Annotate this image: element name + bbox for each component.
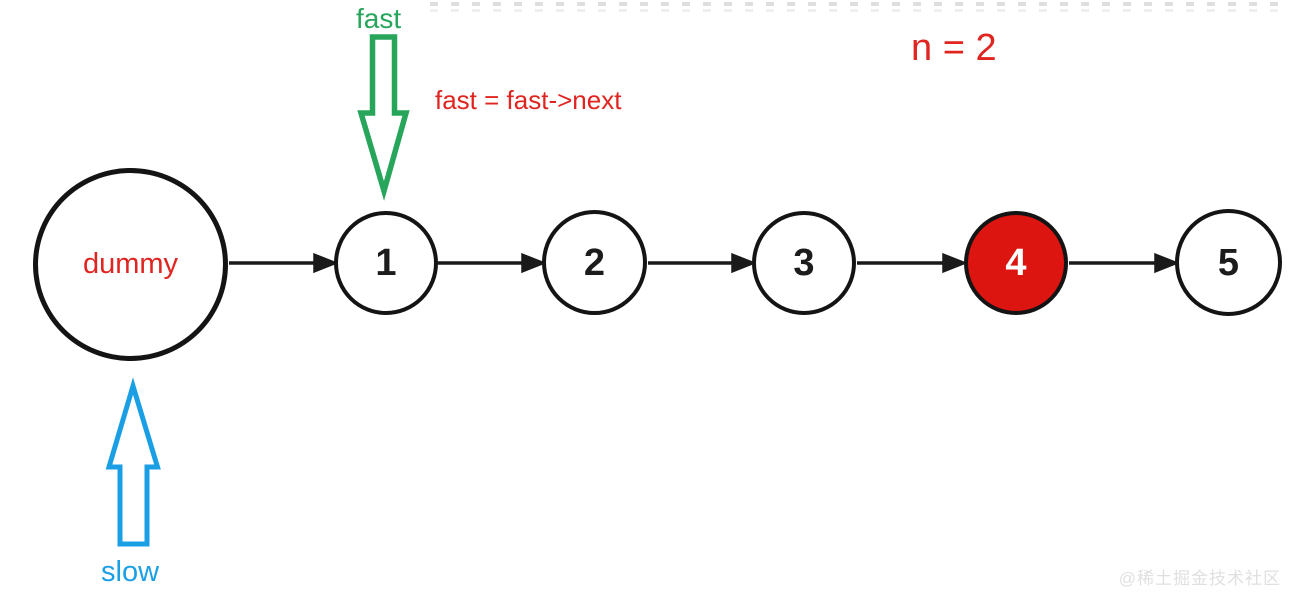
fast-operation-label: fast = fast->next [435,85,622,115]
node-1: 1 [334,211,438,315]
n-value-label: n = 2 [911,27,997,69]
node-dummy: dummy [33,168,228,361]
dotted-row [430,2,1288,6]
node-label: 2 [583,241,606,284]
arrowhead-icon [313,252,339,274]
node-4-highlighted: 4 [964,211,1068,315]
node-label: 4 [1005,242,1027,284]
node-label: 3 [793,242,815,284]
arrowhead-icon [731,252,757,274]
dotted-row [430,9,1288,12]
node-label: 5 [1217,241,1240,284]
node-label: dummy [82,248,179,280]
slow-pointer-label: slow [101,556,160,588]
slow-pointer-arrow-icon [105,377,161,547]
arrowhead-icon [942,252,968,274]
node-2: 2 [542,210,647,315]
top-edge-dotted-artifact [430,2,1288,14]
arrowhead-icon [521,252,547,274]
fast-pointer-arrow-icon [357,34,410,201]
node-5: 5 [1175,209,1282,316]
node-label: 1 [375,242,397,284]
watermark-text: @稀土掘金技术社区 [1118,569,1281,588]
arrowhead-icon [1154,252,1180,274]
fast-pointer-label: fast [356,3,402,34]
node-3: 3 [752,211,856,315]
